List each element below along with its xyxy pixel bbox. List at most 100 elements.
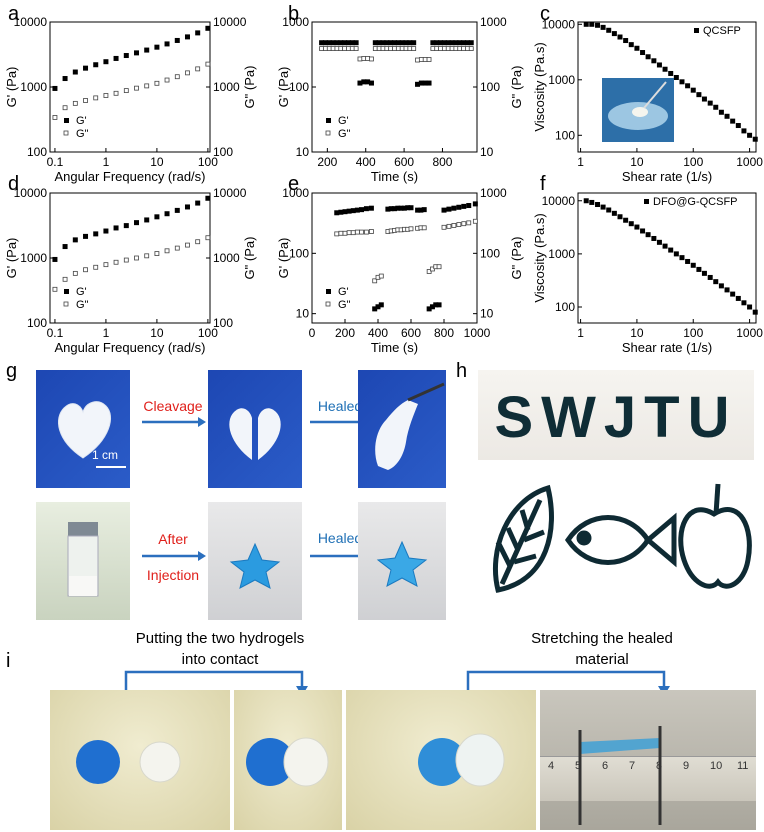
data-point [422,57,428,62]
x-tick-label: 800 [432,155,452,169]
data-point [103,228,109,234]
data-point [376,46,382,51]
data-point [415,57,420,63]
y-axis-label: Viscosity (Pa.s) [532,213,547,302]
data-point [595,202,601,208]
apple-icon [678,483,752,589]
x-tick-label: 100 [683,155,703,169]
panel-label-d: d [8,173,20,195]
data-point [438,40,444,46]
x-axis-label: Angular Frequency (rad/s) [54,169,205,184]
data-point [696,266,702,272]
data-point [399,40,405,46]
data-point [388,46,394,51]
y2-tick-label: 100 [213,316,233,330]
data-point [113,225,119,231]
legend-label: G' [76,286,87,298]
data-point [456,222,462,227]
data-point [634,45,640,51]
data-point [319,46,324,51]
x-tick-label: 600 [394,155,414,169]
legend-label: QCSFP [703,25,741,37]
y-tick-label: 10000 [542,17,576,31]
data-point [323,46,328,51]
data-point [718,109,724,115]
data-point [346,46,351,51]
after-label: After [158,531,188,547]
data-point [378,273,384,279]
x-tick-label: 10 [630,155,644,169]
data-point [747,132,753,138]
data-point [93,264,99,270]
data-point [346,230,352,236]
data-point [398,205,404,211]
panel-label-a: a [8,3,20,25]
data-point [589,199,595,205]
data-point [392,46,397,51]
data-point [583,198,589,204]
data-point [426,80,432,86]
data-point [696,92,702,98]
data-point [205,61,211,67]
data-point [83,267,88,273]
y-tick-label: 1000 [20,251,47,265]
data-point [205,195,211,201]
data-point [134,220,140,226]
legend-marker [326,118,331,123]
data-point [623,38,629,44]
data-point [361,79,367,85]
y2-tick-label: 1000 [480,15,507,29]
data-point [368,80,374,86]
panel-label-c: c [540,3,550,25]
x-tick-label: 200 [317,155,337,169]
data-point [174,245,180,251]
y2-tick-label: 1000 [213,251,240,265]
y-axis-label: Viscosity (Pa.s) [532,42,547,131]
caption-right-line2: material [575,651,629,668]
legend-marker [326,289,331,294]
data-point [606,27,612,33]
photo-two-hydrogels [50,690,230,830]
data-point [457,40,463,46]
data-point [123,88,129,94]
data-point [184,204,190,210]
x-tick-label: 100 [198,155,218,169]
data-point [369,229,374,234]
data-point [83,65,89,71]
data-point [407,46,413,51]
data-point [350,230,356,236]
data-point [134,50,140,56]
data-point [395,205,401,211]
y-tick-label: 1000 [548,73,575,87]
data-point [401,205,407,211]
legend-marker [325,130,331,136]
data-point [426,57,432,62]
plot-frame [311,192,478,324]
data-point [144,83,150,89]
data-point [154,251,160,256]
x-tick-label: 0 [309,326,316,340]
y-tick-label: 10000 [14,186,48,200]
data-point [184,34,190,40]
legend-marker [63,301,69,307]
data-point [334,46,340,51]
data-point [52,286,58,292]
data-point [730,291,736,297]
data-point [656,239,662,245]
data-point [617,34,623,40]
data-point [354,207,360,213]
y-tick-label: 100 [289,246,309,260]
data-point [415,81,421,87]
data-point [144,47,150,53]
data-point [334,210,340,216]
data-point [359,229,364,235]
data-point [421,225,427,231]
data-point [334,231,340,237]
data-point [418,57,424,62]
x-tick-label: 1 [577,326,584,340]
data-point [369,56,374,62]
y2-tick-label: 100 [480,80,500,94]
data-point [403,46,409,51]
data-point [103,93,109,98]
y2-tick-label: 100 [213,145,233,159]
